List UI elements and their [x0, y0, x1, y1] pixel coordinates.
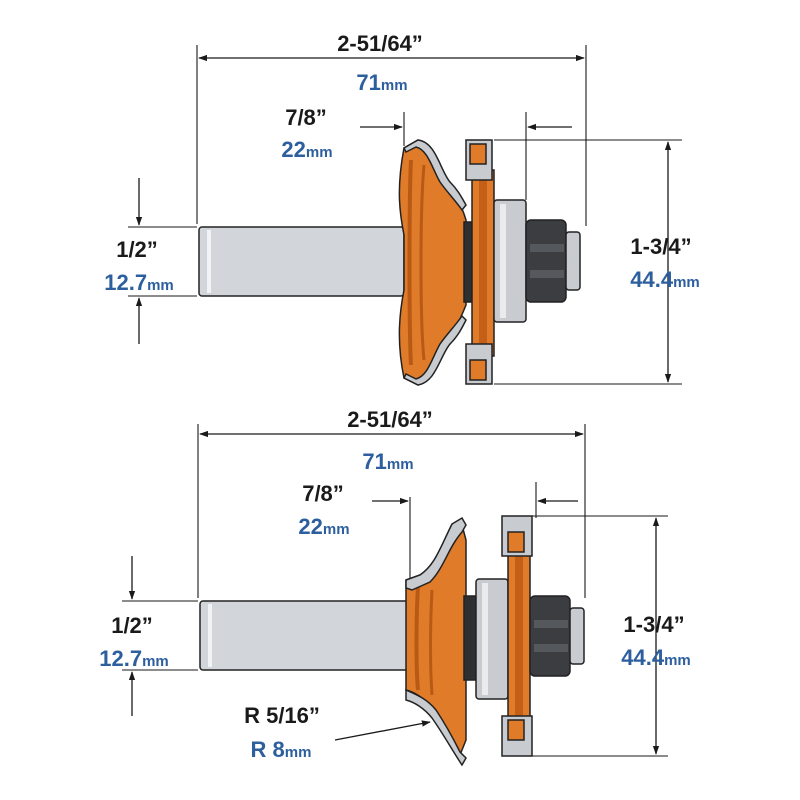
top-bearing — [493, 199, 527, 323]
bottom-router-bit — [199, 515, 585, 767]
top-depth-metric: 22mm — [281, 137, 332, 162]
bottom-depth-imperial: 7/8” — [302, 481, 344, 506]
top-shank-imperial: 1/2” — [116, 237, 158, 262]
bottom-shank-metric: 12.7mm — [99, 646, 169, 671]
bottom-shank — [199, 600, 409, 671]
top-diameter-metric: 44.4mm — [630, 267, 700, 292]
bottom-length-metric: 71mm — [362, 449, 413, 474]
bottom-radius-metric: R 8mm — [251, 737, 312, 762]
top-diameter-imperial: 1-3/4” — [630, 234, 691, 259]
bottom-depth-metric: 22mm — [298, 514, 349, 539]
top-nut — [525, 219, 567, 303]
top-dimensions — [128, 45, 682, 385]
top-length-imperial: 2-51/64” — [337, 31, 423, 56]
top-shank — [198, 226, 405, 297]
bottom-diameter-imperial: 1-3/4” — [623, 612, 684, 637]
top-shank-metric: 12.7mm — [104, 270, 174, 295]
bottom-length-imperial: 2-51/64” — [347, 407, 433, 432]
bottom-shank-imperial: 1/2” — [111, 613, 153, 638]
bottom-radius-imperial: R 5/16” — [244, 703, 320, 728]
bottom-bearing — [475, 578, 509, 700]
bottom-diameter-metric: 44.4mm — [621, 645, 691, 670]
top-router-bit — [198, 139, 581, 386]
top-depth-imperial: 7/8” — [285, 105, 327, 130]
bottom-dimensions — [122, 424, 668, 757]
bottom-nut — [529, 595, 571, 677]
top-length-metric: 71mm — [356, 70, 407, 95]
